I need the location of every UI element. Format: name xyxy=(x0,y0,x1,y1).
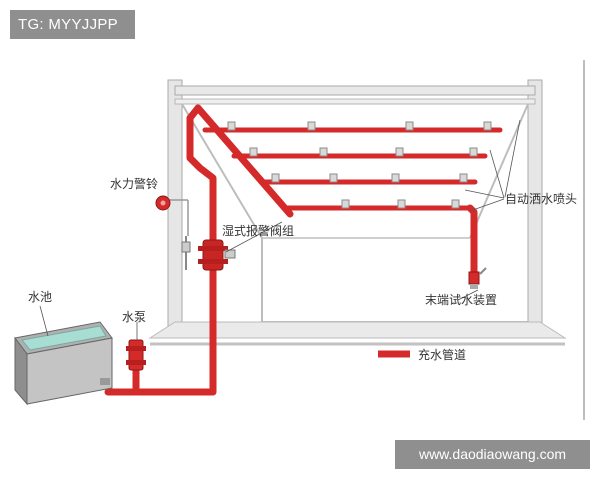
building-frame xyxy=(148,60,585,420)
supply-pipe xyxy=(104,264,217,396)
sprinkler-head xyxy=(319,147,328,157)
label-wet-alarm-valve: 湿式报警阀组 xyxy=(222,223,294,238)
alarm-bell xyxy=(155,195,189,236)
water-pump xyxy=(126,339,146,371)
riser-pipe xyxy=(186,104,217,246)
feed-main-diagonal xyxy=(194,104,294,218)
leader-lines xyxy=(39,119,521,340)
watermark-top: TG: MYYJJPP xyxy=(10,10,135,39)
sprinkler-head xyxy=(227,121,236,131)
legend-label: 充水管道 xyxy=(418,347,466,362)
sprinkler-head xyxy=(329,173,338,183)
main-pipes xyxy=(104,104,478,396)
label-end-test-device: 末端试水装置 xyxy=(425,292,497,307)
watermark-bottom: www.daodiaowang.com xyxy=(395,440,590,469)
end-test-device xyxy=(468,267,487,289)
sprinkler-head xyxy=(483,121,492,131)
sprinkler-head xyxy=(395,147,404,157)
sprinkler-head xyxy=(249,147,258,157)
sprinkler-head xyxy=(307,121,316,131)
label-pool: 水池 xyxy=(28,290,52,304)
end-test-pipe xyxy=(466,204,478,280)
sprinkler-head xyxy=(391,173,400,183)
sprinkler-head xyxy=(451,199,460,209)
water-pool xyxy=(14,321,113,406)
sprinkler-head xyxy=(397,199,406,209)
sprinkler-head xyxy=(459,173,468,183)
sprinkler-heads xyxy=(227,121,492,209)
sprinkler-head xyxy=(271,173,280,183)
label-pump: 水泵 xyxy=(122,310,146,324)
wet-alarm-valve xyxy=(181,236,236,271)
sprinkler-head xyxy=(469,147,478,157)
sprinkler-head xyxy=(405,121,414,131)
branch-pipes xyxy=(202,127,503,211)
label-sprinkler-heads: 自动洒水喷头 xyxy=(505,192,577,206)
label-alarm-bell: 水力警铃 xyxy=(110,176,158,191)
sprinkler-head xyxy=(341,199,350,209)
